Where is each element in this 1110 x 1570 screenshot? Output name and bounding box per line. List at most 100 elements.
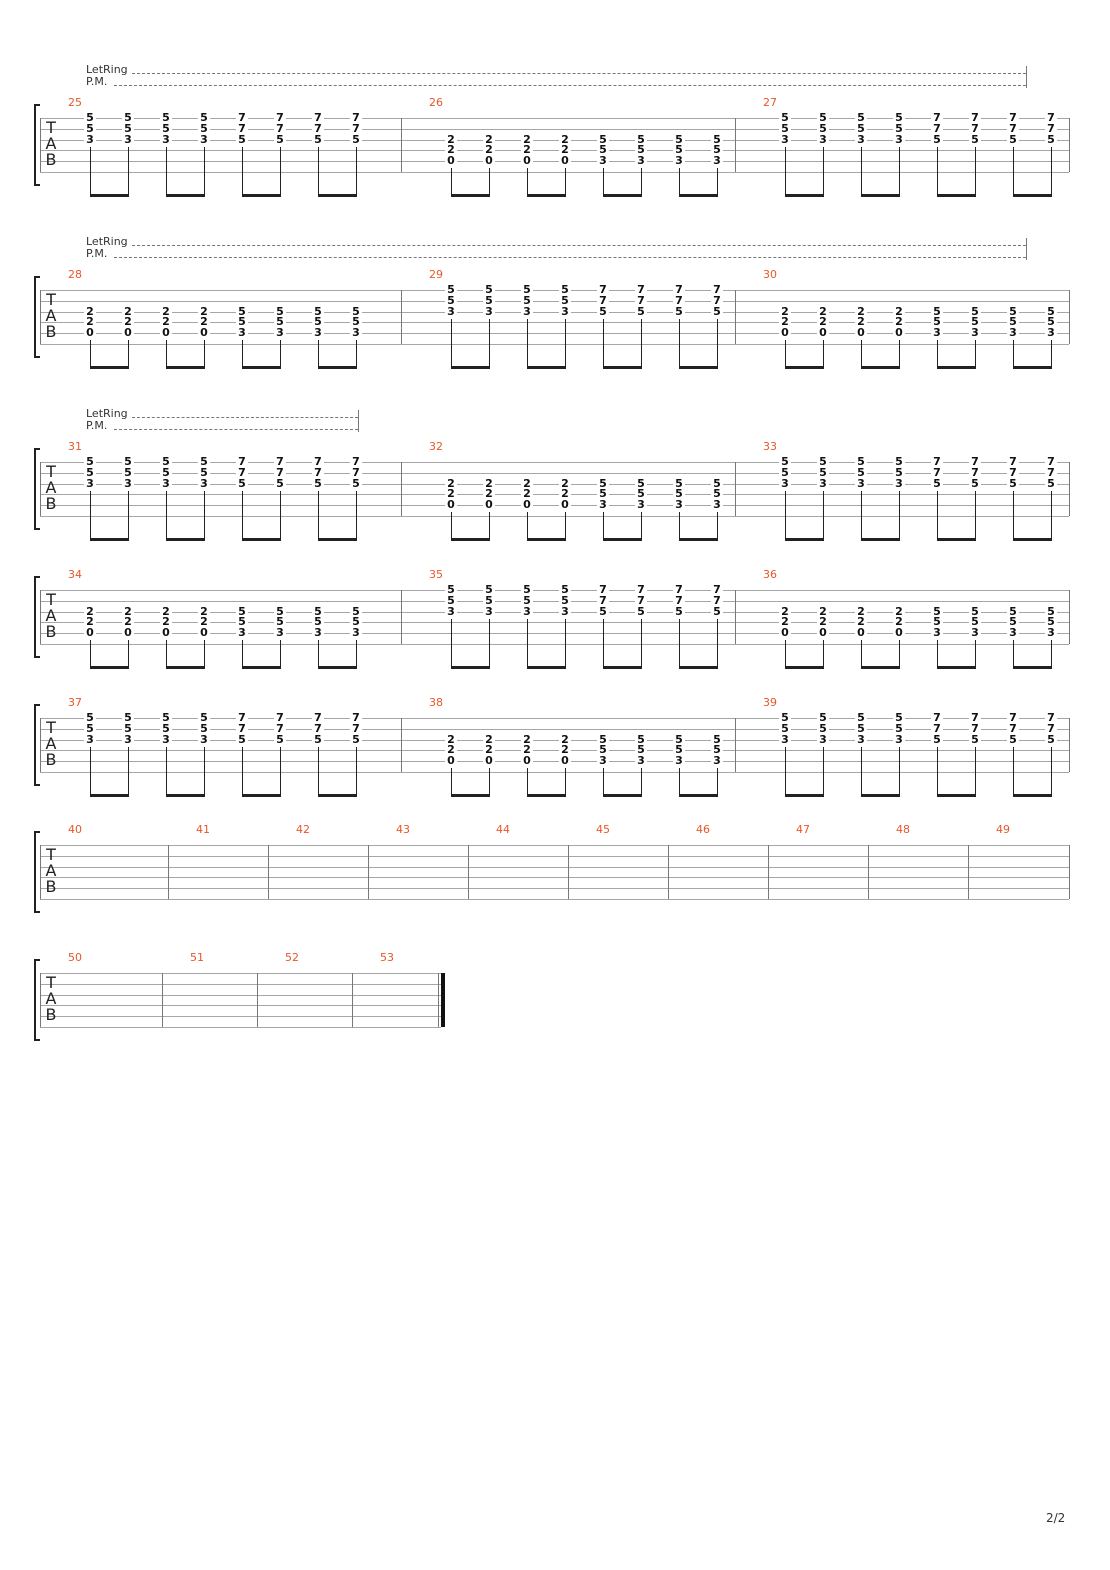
fret-number: 5: [122, 112, 134, 123]
fret-number: 3: [236, 627, 248, 639]
fret-number: 5: [711, 134, 723, 145]
fret-number: 5: [350, 478, 362, 489]
eighth-beam: [318, 194, 357, 197]
fret-number: 5: [1045, 134, 1057, 145]
fret-number: 5: [559, 295, 571, 306]
note-stem: [641, 168, 642, 196]
barline: [40, 718, 41, 772]
note-stem: [489, 168, 490, 196]
fret-number: 5: [445, 584, 457, 595]
tab-string-line: [40, 600, 1069, 602]
fret-number: 7: [350, 467, 362, 478]
fret-number: 5: [635, 134, 647, 145]
fret-number: 7: [350, 456, 362, 467]
note-stem: [242, 490, 243, 540]
tab-string-line: [40, 994, 441, 996]
fret-number: 5: [160, 112, 172, 123]
fret-number: 5: [198, 123, 210, 134]
fret-number: 2: [521, 488, 533, 500]
fret-number: 3: [122, 734, 134, 745]
tab-string-line: [40, 128, 1069, 130]
tab-string-line: [40, 728, 1069, 730]
fret-number: 5: [779, 456, 791, 467]
fret-number: 2: [559, 488, 571, 500]
measure-number: 49: [996, 823, 1010, 836]
fret-number: 2: [445, 144, 457, 156]
note-stem: [280, 340, 281, 368]
eighth-beam: [527, 794, 566, 797]
fret-number: 0: [521, 755, 533, 767]
tab-string-line: [40, 462, 1069, 463]
note-stem: [899, 340, 900, 368]
measure-number: 51: [190, 951, 204, 964]
measure-number: 50: [68, 951, 82, 964]
fret-number: 0: [84, 627, 96, 639]
note-stem: [565, 512, 566, 540]
measure-number: 53: [380, 951, 394, 964]
tab-string-line: [40, 855, 1069, 857]
fret-number: 5: [236, 134, 248, 145]
note-stem: [1051, 746, 1052, 796]
measure-number: 32: [429, 440, 443, 453]
note-stem: [679, 318, 680, 368]
note-stem: [899, 146, 900, 196]
let-ring-label: LetRing: [86, 235, 128, 248]
note-stem: [565, 618, 566, 668]
measure-number: 28: [68, 268, 82, 281]
fret-number: 7: [597, 595, 609, 606]
tab-string-line: [40, 1027, 441, 1028]
measure-number: 34: [68, 568, 82, 581]
fret-number: 5: [312, 316, 324, 328]
fret-number: 5: [817, 112, 829, 123]
fret-number: 5: [673, 734, 685, 745]
tab-string-line: [40, 739, 1069, 741]
fret-number: 5: [1007, 306, 1019, 317]
fret-number: 2: [483, 134, 495, 145]
fret-number: 2: [483, 734, 495, 745]
fret-number: 0: [445, 499, 457, 511]
measure-number: 25: [68, 96, 82, 109]
note-stem: [166, 146, 167, 196]
fret-number: 5: [673, 478, 685, 489]
eighth-beam: [679, 666, 718, 669]
fret-number: 2: [521, 134, 533, 145]
note-stem: [128, 746, 129, 796]
eighth-beam: [318, 538, 357, 541]
note-stem: [641, 512, 642, 540]
fret-number: 3: [198, 134, 210, 145]
tab-string-line: [40, 118, 1069, 119]
fret-number: 3: [1007, 627, 1019, 639]
fret-number: 5: [711, 478, 723, 489]
fret-number: 0: [559, 499, 571, 511]
fret-number: 5: [236, 616, 248, 628]
fret-number: 3: [673, 155, 685, 167]
fret-number: 5: [969, 606, 981, 617]
palm-mute-label: P.M.: [86, 419, 108, 432]
fret-number: 7: [969, 112, 981, 123]
note-stem: [641, 618, 642, 668]
tab-string-line: [40, 290, 1069, 291]
fret-number: 7: [931, 723, 943, 734]
system-brace-top-hook: [34, 448, 40, 450]
fret-number: 2: [559, 144, 571, 156]
fret-number: 7: [236, 456, 248, 467]
fret-number: 3: [483, 606, 495, 617]
fret-number: 2: [855, 316, 867, 328]
tab-clef-letter: A: [45, 606, 57, 625]
fret-number: 0: [559, 755, 571, 767]
barline: [40, 118, 41, 172]
fret-number: 3: [597, 499, 609, 511]
fret-number: 2: [198, 316, 210, 328]
note-stem: [527, 512, 528, 540]
fret-number: 3: [236, 327, 248, 339]
fret-number: 5: [350, 316, 362, 328]
fret-number: 5: [122, 456, 134, 467]
note-stem: [204, 146, 205, 196]
barline: [352, 973, 353, 1027]
barline: [768, 845, 769, 899]
fret-number: 7: [274, 456, 286, 467]
tab-string-line: [40, 150, 1069, 152]
fret-number: 5: [931, 316, 943, 328]
note-stem: [451, 768, 452, 796]
fret-number: 2: [445, 734, 457, 745]
